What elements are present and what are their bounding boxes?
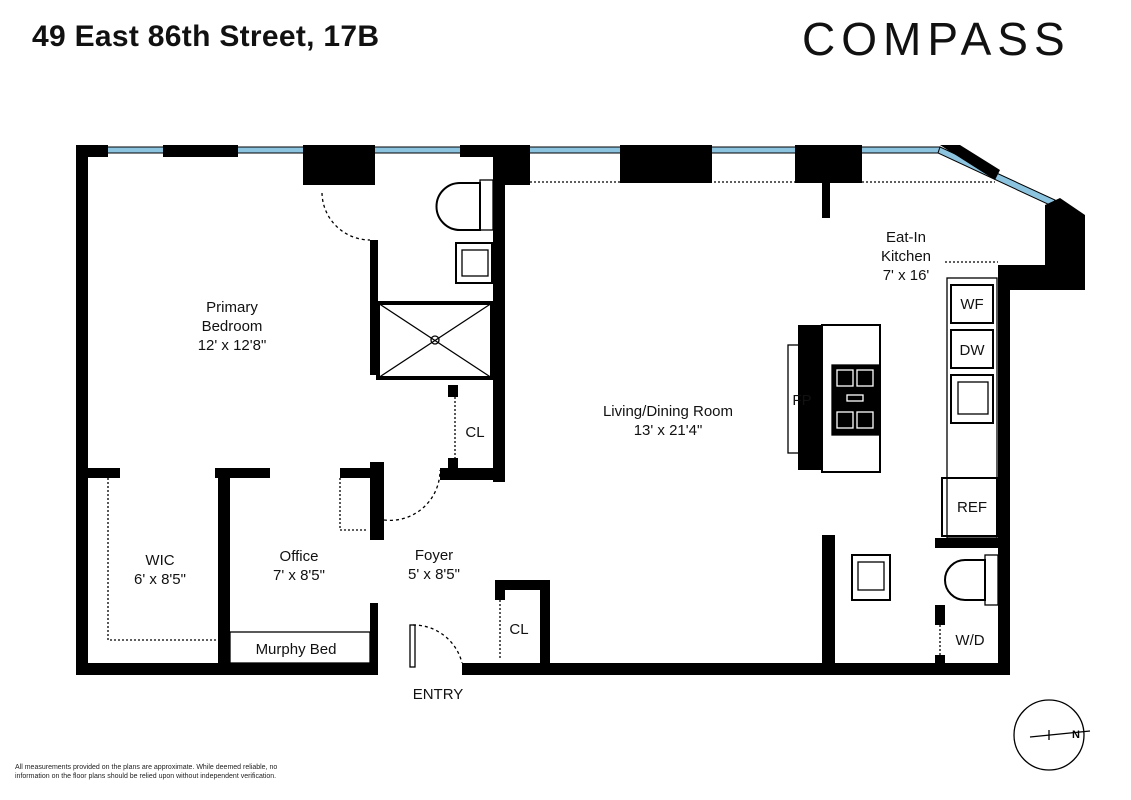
closet-label: CL [465, 424, 484, 441]
dishwasher-label: DW [960, 342, 986, 359]
kitchen-label-2: Kitchen [881, 248, 931, 265]
foyer-size: 5' x 8'5" [408, 566, 460, 583]
living-label: Living/Dining Room [603, 403, 733, 420]
bedroom-label-2: Bedroom [202, 318, 263, 335]
closet-label-2: CL [509, 621, 528, 638]
living-size: 13' x 21'4" [634, 422, 703, 439]
kitchen-label: Eat-In [886, 229, 926, 246]
listing-address: 49 East 86th Street, 17B [32, 20, 380, 53]
north-label: N [1072, 729, 1080, 741]
compass-rose-icon: N [1013, 699, 1091, 771]
wic-size: 6' x 8'5" [134, 571, 186, 588]
wic-label: WIC [145, 552, 174, 569]
fixtures [107, 179, 999, 668]
wine-fridge-label: WF [960, 296, 983, 313]
refrigerator-label: REF [957, 499, 987, 516]
compass-logo: COMPASS [802, 13, 1071, 65]
entry-label: ENTRY [413, 686, 464, 703]
office-size: 7' x 8'5" [273, 567, 325, 584]
kitchen-size: 7' x 16' [883, 267, 930, 284]
disclaimer: All measurements provided on the plans a… [15, 764, 278, 780]
office-label: Office [280, 548, 319, 565]
bedroom-label: Primary [206, 299, 258, 316]
washer-dryer-label: W/D [955, 632, 984, 649]
walls [76, 145, 1085, 675]
bedroom-size: 12' x 12'8" [198, 337, 267, 354]
foyer-label: Foyer [415, 547, 453, 564]
murphy-bed-label: Murphy Bed [256, 641, 337, 658]
fireplace-label: FP [792, 392, 811, 409]
